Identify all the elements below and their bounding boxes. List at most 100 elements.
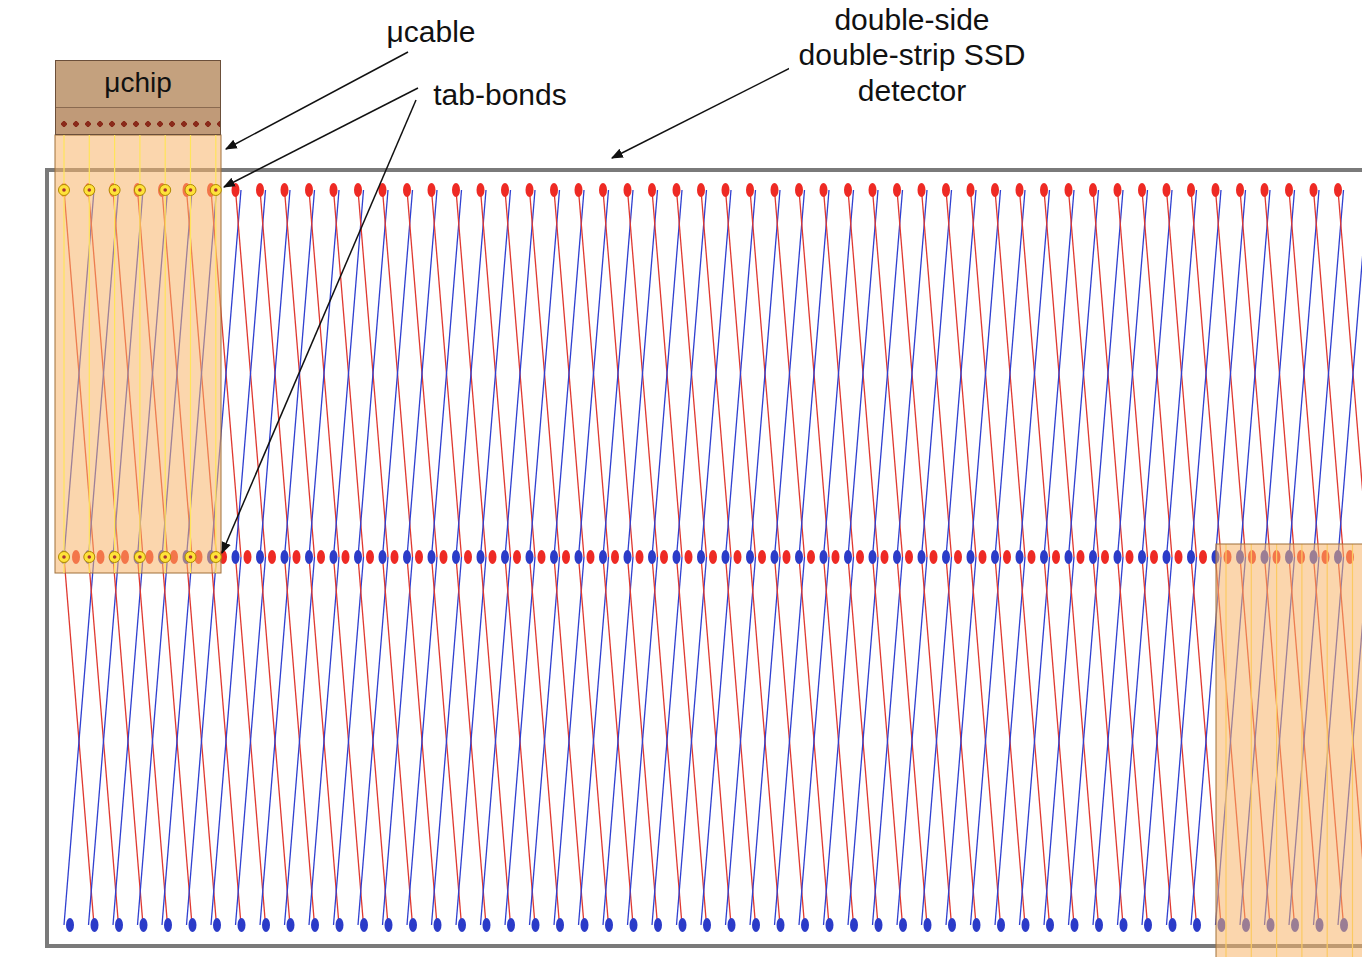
strip-line — [652, 557, 682, 925]
strip-line — [236, 190, 266, 557]
strip-line — [652, 190, 682, 557]
strip-line — [1069, 190, 1099, 557]
strip-pad — [232, 550, 240, 564]
tab-bond — [88, 188, 92, 192]
strip-pad — [287, 918, 295, 932]
strip-pad — [795, 183, 803, 197]
strip-pad — [281, 183, 289, 197]
strip-line — [1069, 557, 1099, 925]
tab-bond — [160, 185, 171, 196]
strip-line — [1069, 557, 1099, 925]
leader-lines — [222, 52, 806, 553]
tab-bond — [210, 185, 221, 196]
strip-line — [1118, 557, 1148, 925]
strip-line — [824, 557, 854, 925]
strip-line — [1314, 190, 1344, 557]
strip-line — [603, 557, 633, 925]
strip-pad — [1077, 550, 1085, 564]
strip-line — [1020, 557, 1050, 925]
strip-line — [554, 557, 584, 925]
strip-pad — [409, 918, 417, 932]
strip-pad — [636, 550, 644, 564]
strip-line — [187, 557, 217, 925]
strip-pad — [1022, 918, 1030, 932]
strip-line — [848, 190, 878, 557]
strip-pad — [1028, 550, 1036, 564]
tab-bond — [214, 555, 218, 559]
cable-trace — [114, 112, 115, 573]
strip-line — [579, 557, 609, 925]
leader-line — [224, 88, 418, 187]
strip-pad — [538, 550, 546, 564]
strip-line — [236, 190, 266, 557]
strip-line — [260, 190, 290, 557]
strip-line — [946, 190, 976, 557]
strip-line — [750, 190, 780, 557]
tab-bond — [109, 185, 120, 196]
strip-pad — [354, 550, 362, 564]
tab-bond — [189, 188, 193, 192]
strip-pad — [758, 550, 766, 564]
strip-pad — [697, 183, 705, 197]
strip-pad — [268, 550, 276, 564]
strip-line — [309, 557, 339, 925]
strip-line — [799, 190, 829, 557]
strip-pad — [336, 918, 344, 932]
strip-pad — [1144, 918, 1152, 932]
strip-line — [701, 190, 731, 557]
strip-line — [1142, 557, 1172, 925]
chip-label: μchip — [56, 61, 220, 101]
strip-pad — [783, 550, 791, 564]
strip-pad — [1089, 183, 1097, 197]
strip-pad — [311, 918, 319, 932]
strip-line — [260, 557, 290, 925]
strip-line — [1289, 190, 1319, 557]
strip-line — [677, 190, 707, 557]
cable-trace — [190, 112, 191, 573]
strip-line — [726, 190, 756, 557]
strip-pad — [330, 183, 338, 197]
tab-bond — [113, 555, 117, 559]
strip-pad — [1046, 918, 1054, 932]
strip-line — [873, 557, 903, 925]
strip-line — [775, 557, 805, 925]
strip-pad — [673, 183, 681, 197]
strip-pad — [1052, 550, 1060, 564]
strip-line — [309, 557, 339, 925]
strip-line — [677, 557, 707, 925]
tab-bond — [163, 188, 167, 192]
strip-pad — [501, 550, 509, 564]
strip-pad — [434, 918, 442, 932]
strip-pad — [305, 550, 313, 564]
strip-line — [799, 557, 829, 925]
strip-line — [138, 557, 168, 925]
strip-lines — [64, 190, 1362, 925]
strip-pad — [1138, 550, 1146, 564]
strip-pad — [648, 550, 656, 564]
tab-bond — [113, 188, 117, 192]
strip-pad — [189, 918, 197, 932]
strip-pad — [575, 550, 583, 564]
strip-pad — [991, 550, 999, 564]
strip-pad — [1126, 550, 1134, 564]
strip-pad — [562, 550, 570, 564]
strip-line — [628, 190, 658, 557]
strip-line — [652, 190, 682, 557]
strip-pad — [924, 918, 932, 932]
strip-line — [432, 557, 462, 925]
strip-line — [530, 557, 560, 925]
strip-pad — [366, 550, 374, 564]
strip-line — [236, 557, 266, 925]
strip-pad — [942, 183, 950, 197]
strip-pad — [1163, 550, 1171, 564]
strip-line — [628, 190, 658, 557]
strip-pad — [1199, 550, 1207, 564]
strip-line — [113, 557, 143, 925]
strip-line — [750, 557, 780, 925]
strip-pad — [918, 550, 926, 564]
tab-bond — [163, 555, 167, 559]
strip-line — [1167, 190, 1197, 557]
strip-pad — [752, 918, 760, 932]
